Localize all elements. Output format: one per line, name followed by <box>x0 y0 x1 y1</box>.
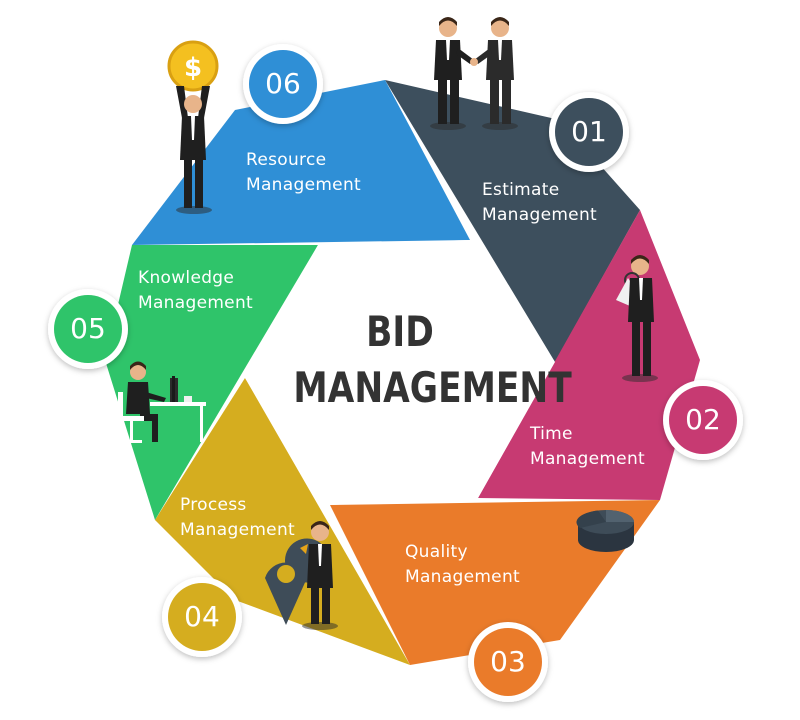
coin-holding-businessman-icon: $ <box>167 40 219 214</box>
time-line2: Management <box>530 449 645 469</box>
resource-line1: Resource <box>246 150 327 170</box>
quality-line1: Quality <box>405 542 468 562</box>
segment-label-quality: Quality Management <box>405 540 520 590</box>
center-title-line1: BID <box>366 307 434 356</box>
badge-number-05: 05 <box>70 312 106 345</box>
badge-05 <box>48 289 128 369</box>
pie-chart-3d-icon <box>576 510 634 552</box>
estimate-line2: Management <box>482 205 597 225</box>
segment-label-process: Process Management <box>180 493 295 543</box>
center-title-line2: MANAGEMENT <box>293 363 572 412</box>
process-line1: Process <box>180 495 247 515</box>
resource-line2: Management <box>246 175 361 195</box>
badge-03 <box>468 622 548 702</box>
badge-number-06: 06 <box>265 67 301 100</box>
segment-quality <box>330 500 660 665</box>
badge-02 <box>663 380 743 460</box>
map-pin-businessman-icon <box>265 521 338 630</box>
segment-label-estimate: Estimate Management <box>482 178 597 228</box>
badge-01 <box>549 92 629 172</box>
segment-process <box>155 378 410 665</box>
badge-number-03: 03 <box>490 645 526 678</box>
segment-label-knowledge: Knowledge Management <box>138 266 253 316</box>
badge-04 <box>162 577 242 657</box>
process-line2: Management <box>180 520 295 540</box>
svg-text:$: $ <box>184 53 202 83</box>
segment-knowledge <box>105 245 318 520</box>
center-hexagon <box>245 240 555 505</box>
time-line1: Time <box>530 424 573 444</box>
segment-label-time: Time Management <box>530 422 645 472</box>
segment-resource <box>132 80 470 245</box>
knowledge-line1: Knowledge <box>138 268 235 288</box>
handshake-businessmen-icon <box>430 17 518 130</box>
badge-number-01: 01 <box>571 115 607 148</box>
magnifier-businessman-icon <box>616 255 658 382</box>
knowledge-line2: Management <box>138 293 253 313</box>
badge-number-02: 02 <box>685 403 721 436</box>
badge-06 <box>243 44 323 124</box>
estimate-line1: Estimate <box>482 180 560 200</box>
quality-line2: Management <box>405 567 520 587</box>
badge-number-04: 04 <box>184 600 220 633</box>
desk-computer-worker-icon <box>118 361 206 443</box>
segment-label-resource: Resource Management <box>246 148 361 198</box>
